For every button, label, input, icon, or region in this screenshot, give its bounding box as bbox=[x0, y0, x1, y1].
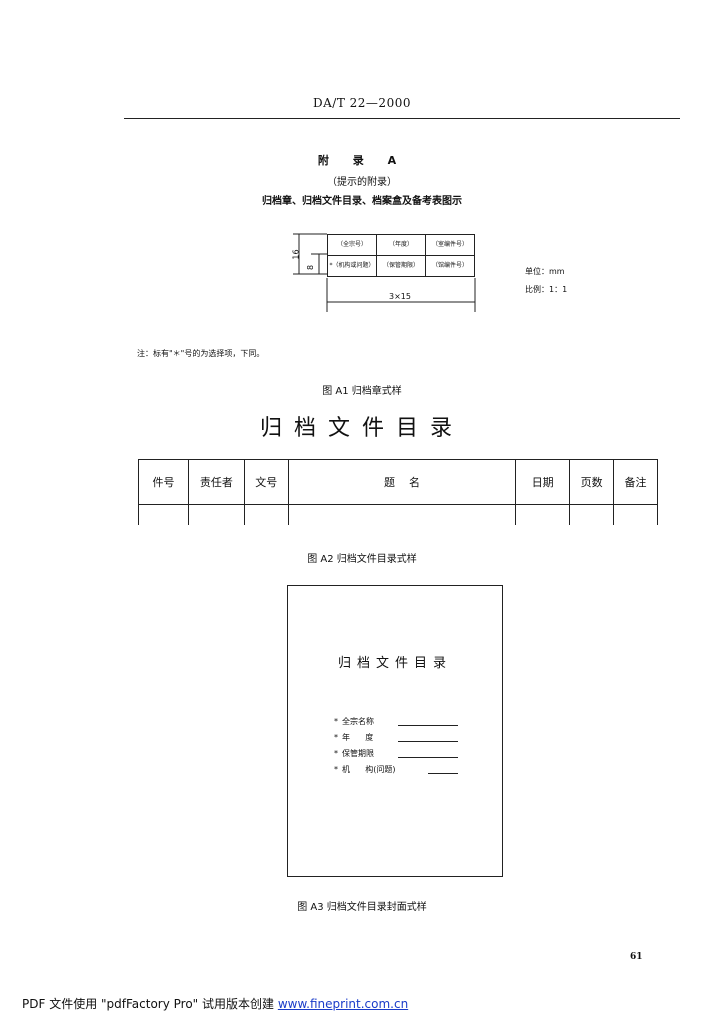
col-pages: 页数 bbox=[569, 459, 615, 505]
cover-title: 归档文件目录 bbox=[337, 656, 452, 671]
stamp-height-label: 16 bbox=[291, 249, 301, 260]
cover-field-fonds: *全宗名称 bbox=[334, 716, 464, 727]
appendix-heading: 归档章、归档文件目录、档案盒及备考表图示 bbox=[262, 196, 462, 207]
cover-field-organization: *机 构(问题) bbox=[334, 764, 464, 775]
stamp-cell-fonds: （全宗号） bbox=[327, 234, 377, 256]
header-rule bbox=[124, 118, 680, 119]
stamp-width-label: 3×15 bbox=[389, 292, 411, 301]
stamp-cell-room-number: （室编件号） bbox=[425, 234, 475, 256]
col-doc-number: 文号 bbox=[243, 459, 289, 505]
catalog-empty-row bbox=[138, 504, 658, 525]
appendix-title: 附 录 A bbox=[317, 154, 407, 167]
stamp-cell-organization: *（机构或问题） bbox=[327, 255, 377, 277]
appendix-subtitle: （提示的附录） bbox=[327, 177, 397, 188]
footnote: 注：标有"＊"号的为选择项，下同。 bbox=[137, 349, 265, 358]
stamp-cell-archive-number: （馆编件号） bbox=[425, 255, 475, 277]
page-number: 61 bbox=[630, 952, 643, 962]
catalog-header-row: 件号 责任者 文号 题 名 日期 页数 备注 bbox=[138, 459, 658, 505]
document-code: DA/T 22—2000 bbox=[313, 96, 411, 110]
archive-stamp: （全宗号） （年度） （室编件号） *（机构或问题） （保管期限） （馆编件号） bbox=[327, 234, 475, 277]
catalog-table: 件号 责任者 文号 题 名 日期 页数 备注 bbox=[138, 459, 658, 525]
catalog-cover: 归档文件目录 *全宗名称 *年 度 *保管期限 *机 构(问题) bbox=[287, 585, 503, 877]
pdf-footer: PDF 文件使用 "pdfFactory Pro" 试用版本创建 www.fin… bbox=[22, 995, 408, 1012]
caption-a1: 图 A1 归档章式样 bbox=[322, 386, 402, 397]
cover-field-year: *年 度 bbox=[334, 732, 464, 743]
stamp-cell-year: （年度） bbox=[376, 234, 426, 256]
stamp-unit: 单位：mm bbox=[525, 267, 565, 276]
catalog-title: 归档文件目录 bbox=[259, 416, 464, 441]
col-date: 日期 bbox=[515, 459, 571, 505]
caption-a2: 图 A2 归档文件目录式样 bbox=[307, 554, 417, 565]
footer-text: PDF 文件使用 "pdfFactory Pro" 试用版本创建 bbox=[22, 997, 278, 1011]
caption-a3: 图 A3 归档文件目录封面式样 bbox=[297, 902, 427, 913]
cover-field-retention: *保管期限 bbox=[334, 748, 464, 759]
footer-link[interactable]: www.fineprint.com.cn bbox=[277, 997, 409, 1011]
col-title: 题 名 bbox=[287, 459, 517, 505]
col-item-number: 件号 bbox=[138, 459, 189, 505]
col-remarks: 备注 bbox=[613, 459, 658, 505]
stamp-cell-retention: （保管期限） bbox=[376, 255, 426, 277]
stamp-scale: 比例：1：1 bbox=[525, 285, 568, 294]
col-responsible: 责任者 bbox=[187, 459, 245, 505]
stamp-dimension-lines bbox=[293, 233, 476, 312]
stamp-row-label: 8 bbox=[306, 264, 316, 271]
